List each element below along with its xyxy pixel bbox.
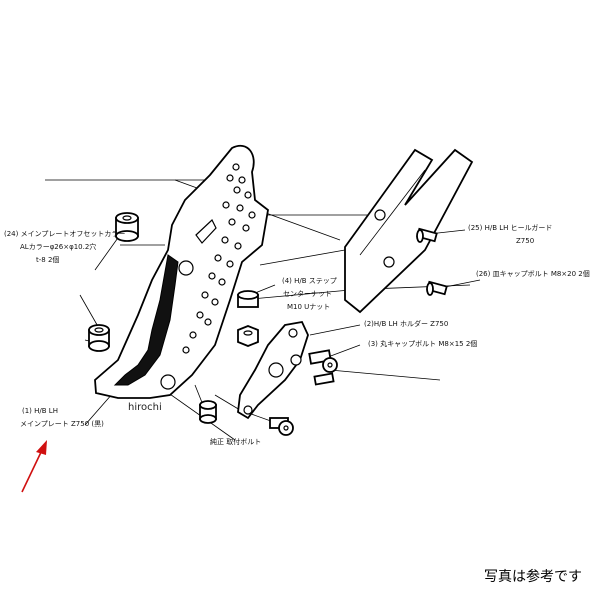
round-cap-bolts	[308, 349, 338, 386]
label-heel-guard-1: (25) H/B LH ヒールガード	[468, 223, 552, 232]
heel-guard-part	[344, 148, 474, 314]
label-round-cap-bolt: (3) 丸キャップボルト M8×15 2個	[368, 339, 477, 348]
label-offset-collar-1: (24) メインプレートオフセットカラー	[4, 230, 125, 238]
label-main-plate-2: メインプレート Z750 (黒)	[20, 420, 104, 428]
label-flat-cap-bolt: (26) 皿キャップボルト M8×20 2個	[476, 269, 590, 278]
footer-note: 写真は参考です	[484, 569, 582, 585]
offset-collars	[88, 212, 139, 352]
label-step-1: (4) H/B ステップ	[282, 277, 337, 285]
label-stock-bolt: 純正 取付ボルト	[210, 437, 261, 446]
holder-part	[237, 320, 309, 420]
red-pointer-arrow	[21, 440, 47, 493]
label-offset-collar-2: ALカラーφ26×φ10.2穴	[20, 242, 96, 251]
label-main-plate-1: (1) H/B LH	[22, 407, 58, 415]
label-step-2: センターナット	[283, 289, 332, 298]
label-heel-guard-2: Z750	[516, 237, 534, 245]
main-plate-part	[94, 145, 269, 399]
label-step-3: M10 Uナット	[287, 303, 330, 311]
flat-cap-bolts	[416, 227, 448, 296]
stock-mounting-bolts	[199, 400, 294, 436]
label-offset-collar-3: t-8 2個	[36, 255, 59, 264]
watermark-text: hirochi	[128, 402, 162, 413]
center-nut-part	[237, 290, 259, 347]
label-holder: (2)H/B LH ホルダー Z750	[364, 319, 448, 328]
